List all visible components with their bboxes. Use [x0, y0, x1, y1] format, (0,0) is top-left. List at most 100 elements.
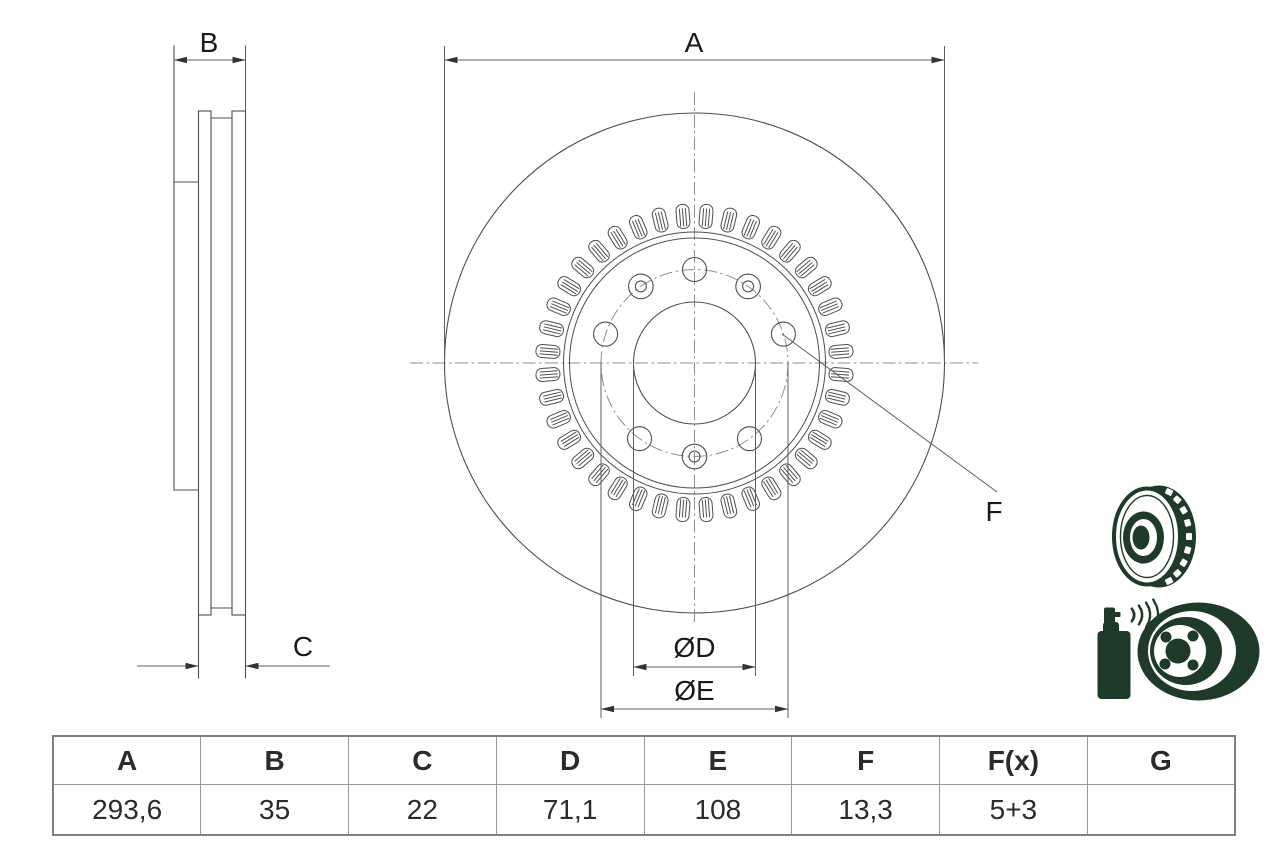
spray-can-shoulder	[1103, 622, 1119, 634]
vent-slot	[588, 463, 610, 487]
counterbore-hole	[628, 273, 654, 300]
vent-slot	[535, 367, 561, 383]
vent-slot	[651, 493, 669, 519]
vent-slot	[607, 225, 628, 250]
vent-slot	[741, 214, 761, 240]
vent-slot	[779, 239, 801, 263]
vent-slot	[588, 239, 610, 263]
counterbore-hole	[681, 443, 708, 470]
table-header-cell: F(x)	[939, 735, 1088, 785]
table-header-cell: G	[1086, 735, 1236, 785]
vent-slot	[675, 203, 691, 229]
table-value-cell: 22	[348, 784, 497, 836]
bolt-hole	[593, 321, 619, 347]
vent-slot	[539, 388, 565, 406]
vent-slot	[557, 429, 582, 450]
f-leader-line	[781, 333, 998, 493]
vane-ring-inner	[569, 237, 820, 489]
vent-slot	[607, 476, 628, 501]
disc-bolt-hole	[1159, 658, 1171, 670]
vent-slot	[628, 486, 648, 512]
vent-slot	[546, 297, 571, 317]
disc-bolt-hole	[1187, 630, 1199, 642]
hub-bolt-dot	[1138, 557, 1146, 564]
vent-slot	[535, 343, 561, 359]
vent-slot	[761, 225, 782, 250]
vent-slot	[824, 388, 850, 406]
vent-slot	[779, 463, 801, 487]
vent-slot	[818, 297, 843, 317]
dim-label-b: B	[200, 27, 219, 58]
dim-label-f: F	[985, 496, 1002, 527]
table-value-cell: 35	[200, 784, 349, 836]
vent-slot	[720, 207, 738, 233]
vent-slot	[807, 276, 832, 297]
spray-mist	[1130, 598, 1160, 632]
vent-slot	[651, 207, 669, 233]
bolt-hole	[626, 426, 653, 452]
vent-slot	[818, 409, 843, 429]
table-value-cell	[1086, 784, 1236, 836]
table-value-cell: 293,6	[52, 784, 202, 836]
bolt-hole	[681, 256, 708, 283]
spray-coating-icon	[1097, 598, 1260, 701]
dim-d: ØD	[633, 363, 756, 676]
vent-slot	[546, 409, 571, 429]
vent-slot	[698, 497, 714, 523]
coated-disc-bore	[1165, 638, 1191, 664]
hub-bolt-dot	[1142, 512, 1150, 519]
vent-slot	[741, 486, 761, 512]
dim-a: A	[444, 27, 945, 363]
dim-c: C	[137, 631, 330, 670]
dim-f: F	[781, 333, 1003, 527]
table-value-row: 293,6 35 22 71,1 108 13,3 5+3	[52, 784, 1236, 836]
table-header-cell: C	[348, 735, 497, 785]
table-header-row: A B C D E F F(x) G	[52, 735, 1236, 785]
dim-label-d: ØD	[674, 632, 716, 663]
bolt-hole	[736, 426, 763, 452]
table-value-cell: 71,1	[495, 784, 645, 836]
table-header-cell: E	[643, 735, 793, 785]
table-value-cell: 108	[643, 784, 793, 836]
dim-label-e: ØE	[674, 675, 714, 706]
spray-can-nozzle	[1104, 607, 1115, 625]
spray-can-button	[1114, 612, 1121, 617]
table-header-cell: D	[495, 735, 645, 785]
vent-slot	[761, 476, 782, 501]
dim-e: ØE	[600, 363, 789, 718]
bolt-hole	[770, 321, 796, 347]
vent-slot	[794, 256, 818, 279]
face-inner-ring	[1119, 494, 1175, 579]
dim-b: B	[174, 27, 246, 111]
dim-label-c: C	[293, 631, 313, 662]
vent-slot	[720, 493, 738, 519]
vent-slot	[828, 367, 854, 383]
bolt-holes	[593, 256, 796, 470]
vent-slot	[824, 320, 850, 338]
spray-can-body	[1097, 631, 1131, 699]
dimension-table: A B C D E F F(x) G 293,6 35 22 71,1 108 …	[52, 735, 1236, 836]
disc-bolt-hole	[1187, 659, 1199, 671]
table-value-cell: 13,3	[791, 784, 940, 836]
vent-slot	[828, 343, 854, 359]
arrow-left	[444, 56, 458, 64]
table-header-cell: F	[791, 735, 940, 785]
table-header-cell: B	[200, 735, 349, 785]
vent-slot	[571, 256, 595, 279]
dim-label-a: A	[685, 27, 704, 58]
side-section-view	[173, 45, 247, 679]
table-value-cell: 5+3	[939, 784, 1088, 836]
vented-disc-3d-icon	[1112, 485, 1196, 588]
vent-slot	[698, 203, 714, 229]
counterbore-hole	[735, 273, 761, 300]
table-header-cell: A	[52, 735, 202, 785]
disc-bolt-hole	[1160, 631, 1172, 643]
arrow-right	[931, 56, 945, 64]
vent-slot	[675, 497, 691, 523]
vent-slot	[557, 276, 582, 297]
hub-bore	[1132, 525, 1150, 550]
dimensions: A B C ØD	[137, 27, 1003, 718]
vent-slot	[571, 447, 595, 470]
technical-drawing: A B C ØD	[137, 27, 1260, 718]
